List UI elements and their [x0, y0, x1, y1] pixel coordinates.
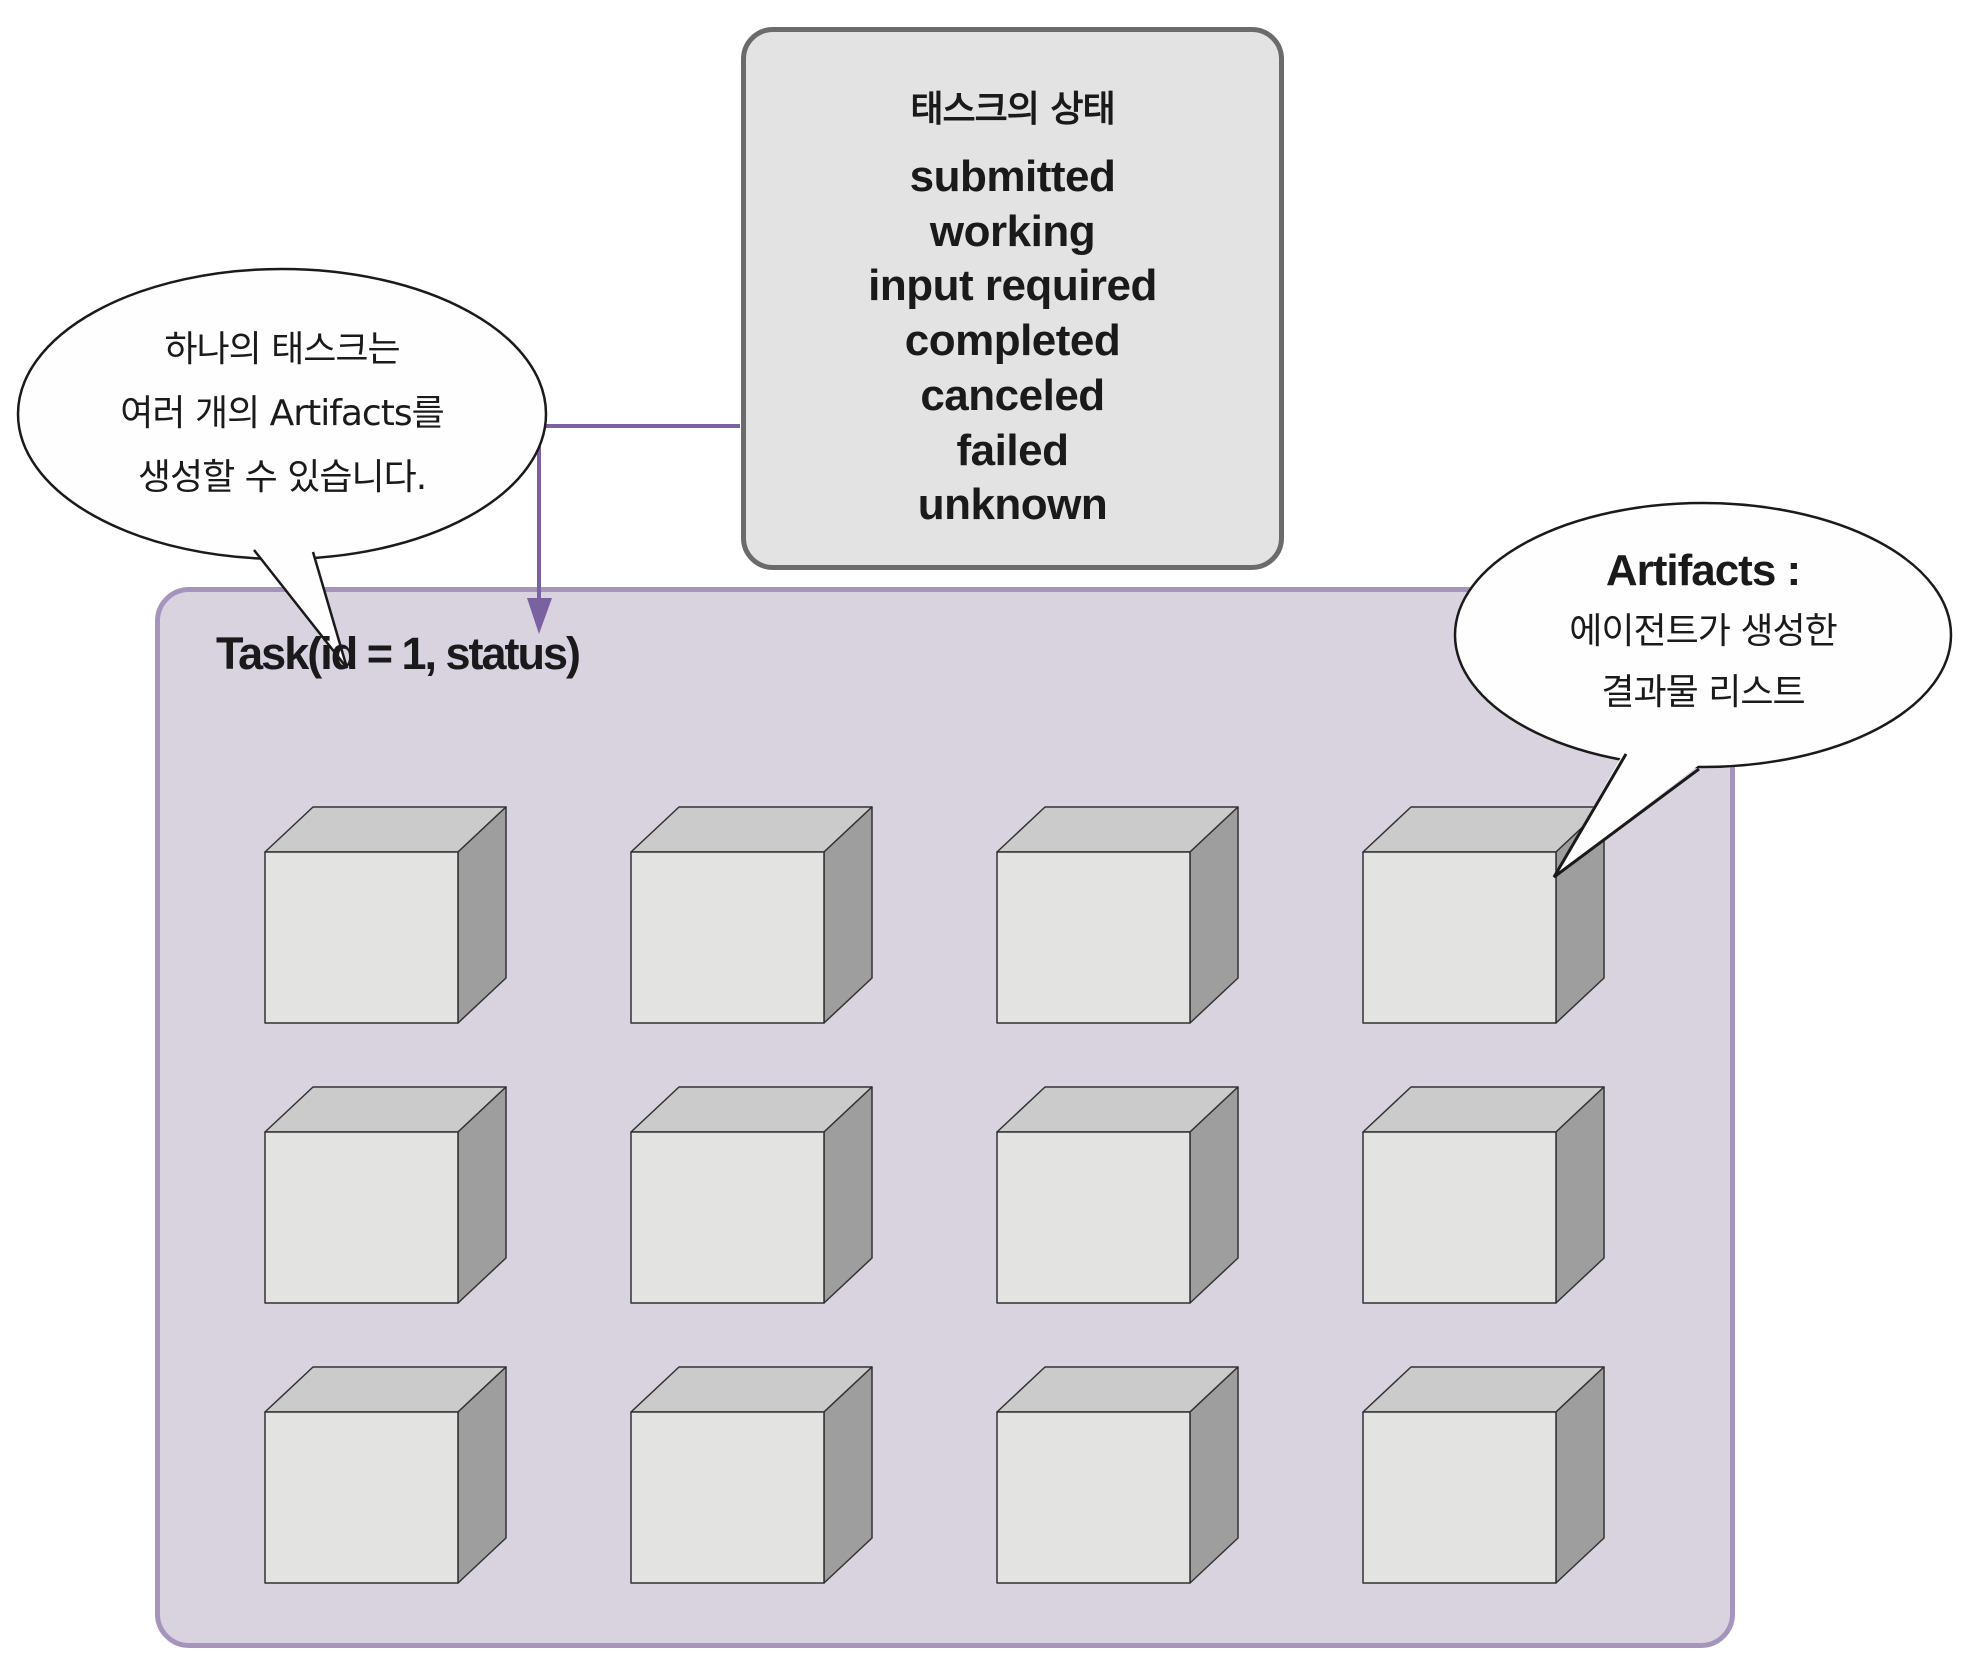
status-item-working: working — [929, 206, 1096, 256]
artifact-cube — [1362, 1366, 1605, 1584]
artifact-cube — [996, 1086, 1239, 1304]
callout-right-line: 에이전트가 생성한 — [1569, 611, 1837, 652]
artifact-cube — [264, 806, 507, 1024]
status-item-unknown: unknown — [917, 480, 1108, 530]
connector-arrow — [527, 424, 740, 634]
status-item-canceled: canceled — [920, 370, 1105, 420]
status-list: submitted working input required complet… — [741, 150, 1284, 533]
cube-front-face — [630, 851, 825, 1024]
status-item-input-required: input required — [868, 261, 1157, 311]
cube-front-face — [264, 851, 459, 1024]
artifact-cube — [630, 806, 873, 1024]
cube-front-face — [264, 1411, 459, 1584]
status-item-completed: completed — [904, 316, 1121, 366]
connector-line — [537, 424, 740, 600]
callout-left-shape — [16, 267, 548, 669]
arrow-head-icon — [527, 598, 552, 634]
cube-front-face — [1362, 851, 1557, 1024]
callout-left-line: 여러 개의 Artifacts를 — [120, 393, 444, 434]
artifact-cube — [996, 1366, 1239, 1584]
artifact-cube — [630, 1366, 873, 1584]
cube-front-face — [996, 1131, 1191, 1304]
cube-front-face — [1362, 1131, 1557, 1304]
callout-left-text: 하나의 태스크는 여러 개의 Artifacts를 생성할 수 있습니다. — [32, 318, 532, 510]
status-box-title: 태스크의 상태 — [910, 89, 1115, 130]
callout-right-heading: Artifacts : — [1605, 546, 1801, 595]
callout-right-shape — [1453, 501, 1953, 879]
artifact-cube — [630, 1086, 873, 1304]
artifact-grid — [264, 806, 1605, 1584]
artifact-cube — [264, 1086, 507, 1304]
cube-front-face — [996, 851, 1191, 1024]
callout-left-line: 생성할 수 있습니다. — [137, 457, 427, 498]
artifact-cube — [264, 1366, 507, 1584]
task-status-box — [741, 27, 1284, 570]
cube-front-face — [630, 1131, 825, 1304]
status-item-submitted: submitted — [909, 152, 1116, 201]
cube-front-face — [1362, 1411, 1557, 1584]
cube-front-face — [630, 1411, 825, 1584]
cube-front-face — [264, 1131, 459, 1304]
callout-right-text: Artifacts : 에이전트가 생성한 결과물 리스트 — [1460, 540, 1946, 723]
artifact-cube — [1362, 1086, 1605, 1304]
task-label: Task(id = 1, status) — [216, 628, 581, 679]
callout-left-line: 하나의 태스크는 — [164, 329, 400, 370]
status-item-failed: failed — [956, 425, 1069, 475]
cube-front-face — [996, 1411, 1191, 1584]
artifact-cube — [996, 806, 1239, 1024]
callout-right-line: 결과물 리스트 — [1601, 672, 1805, 713]
artifact-cube — [1362, 806, 1605, 1024]
